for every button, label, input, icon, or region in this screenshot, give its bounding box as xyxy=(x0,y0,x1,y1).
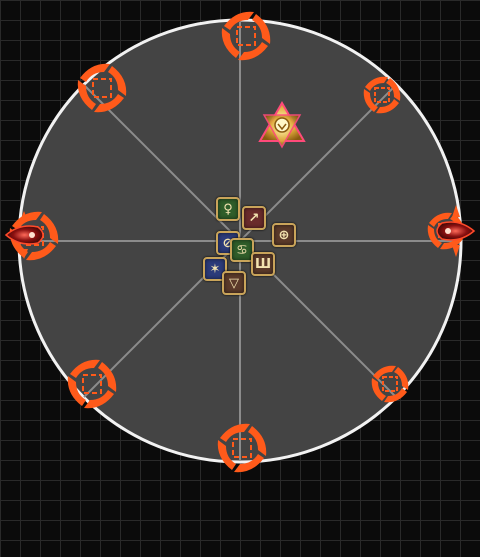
gold-triangle-boss-icon[interactable] xyxy=(258,101,306,149)
healer-2-icon[interactable]: ♋ xyxy=(230,238,254,262)
dps-ring-icon[interactable]: ⊕ xyxy=(272,223,296,247)
dps-bow-icon[interactable]: ↗ xyxy=(242,206,266,230)
dps-shield-icon[interactable]: ▽ xyxy=(222,271,246,295)
healer-icon[interactable]: ♀ xyxy=(216,197,240,221)
tank-icon[interactable]: ⊘ xyxy=(216,231,240,255)
dps-claw-icon[interactable]: Ш xyxy=(251,252,275,276)
west-red-enemy-icon[interactable] xyxy=(4,211,44,259)
east-red-enemy-icon[interactable] xyxy=(436,205,476,257)
